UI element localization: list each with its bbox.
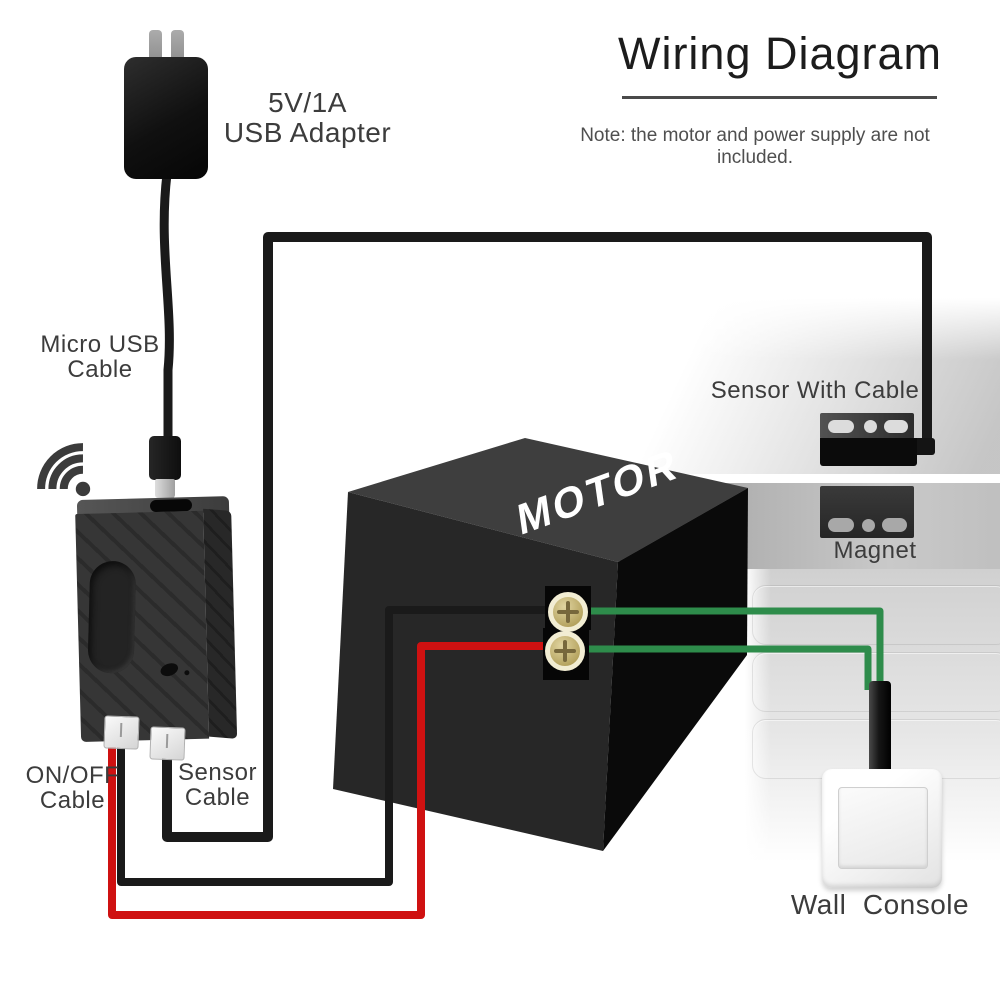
wall-console-button[interactable] — [838, 787, 928, 869]
magnet-body — [820, 486, 914, 538]
onoff-label-line1: ON/OFF — [25, 762, 120, 789]
garage-panel-outline — [752, 585, 1000, 645]
usb-power-adapter — [124, 57, 208, 179]
motor-top-face — [348, 438, 748, 562]
sensor-cable-connector — [149, 726, 186, 761]
title-underline — [622, 96, 937, 99]
micro-usb-label: Micro USB Cable — [30, 332, 170, 383]
motor-left-face — [333, 492, 618, 851]
door-sensor-top — [820, 413, 914, 439]
smart-switch-side — [203, 508, 238, 739]
wall-console-label: Wall Console — [790, 889, 970, 920]
green-wire-upper — [574, 607, 884, 690]
sensor-cable-label-line2: Cable — [184, 784, 251, 812]
magnet-screw-hole — [862, 519, 875, 532]
adapter-label: 5V/1A USB Adapter — [215, 88, 400, 147]
sensor-screw-hole — [864, 420, 877, 433]
onoff-cable-connector — [103, 715, 140, 750]
wall-console-plate — [822, 769, 942, 888]
micro-usb-port — [149, 499, 193, 513]
adapter-prong — [171, 30, 184, 64]
sensor-cable-label-line1: Sensor — [177, 759, 258, 786]
micro-usb-plug — [149, 436, 181, 480]
onoff-red-wire — [108, 642, 556, 919]
onoff-black-wire — [117, 606, 556, 886]
adapter-cord-wire — [159, 173, 174, 448]
micro-usb-plug-tip — [155, 479, 175, 498]
sensor-cable-label: Sensor Cable — [155, 760, 280, 811]
screw-terminal-icon — [548, 592, 588, 632]
green-wire-lower — [571, 645, 872, 690]
magnet-label: Magnet — [833, 537, 917, 564]
wifi-icon — [37, 443, 91, 497]
adapter-label-line1: 5V/1A — [268, 87, 347, 118]
sensor-cable-wire — [162, 232, 932, 842]
micro-usb-label-line2: Cable — [67, 356, 133, 384]
sensor-screw-hole — [884, 420, 908, 433]
onoff-cable-label: ON/OFF Cable — [10, 763, 135, 814]
adapter-prong — [149, 30, 162, 64]
adapter-label-line2: USB Adapter — [223, 116, 392, 148]
note-text: Note: the motor and power supply are not… — [580, 125, 930, 168]
wall-console-cable-sleeve — [869, 681, 891, 773]
motor-right-face — [603, 488, 748, 851]
smart-switch-recess — [87, 560, 137, 674]
magnet-screw-hole — [828, 518, 854, 532]
smart-switch-led — [184, 670, 190, 676]
screw-terminal-icon — [545, 631, 585, 671]
sensor-photo-background — [635, 298, 1000, 474]
door-sensor-front — [820, 438, 917, 466]
sensor-with-cable-label: Sensor With Cable — [710, 377, 920, 404]
magnet-screw-hole — [882, 518, 907, 532]
micro-usb-label-line1: Micro USB — [40, 331, 160, 358]
onoff-label-line2: Cable — [39, 787, 106, 815]
page-title: Wiring Diagram — [617, 28, 943, 79]
smart-switch-device — [75, 496, 238, 744]
sensor-screw-hole — [828, 420, 854, 433]
